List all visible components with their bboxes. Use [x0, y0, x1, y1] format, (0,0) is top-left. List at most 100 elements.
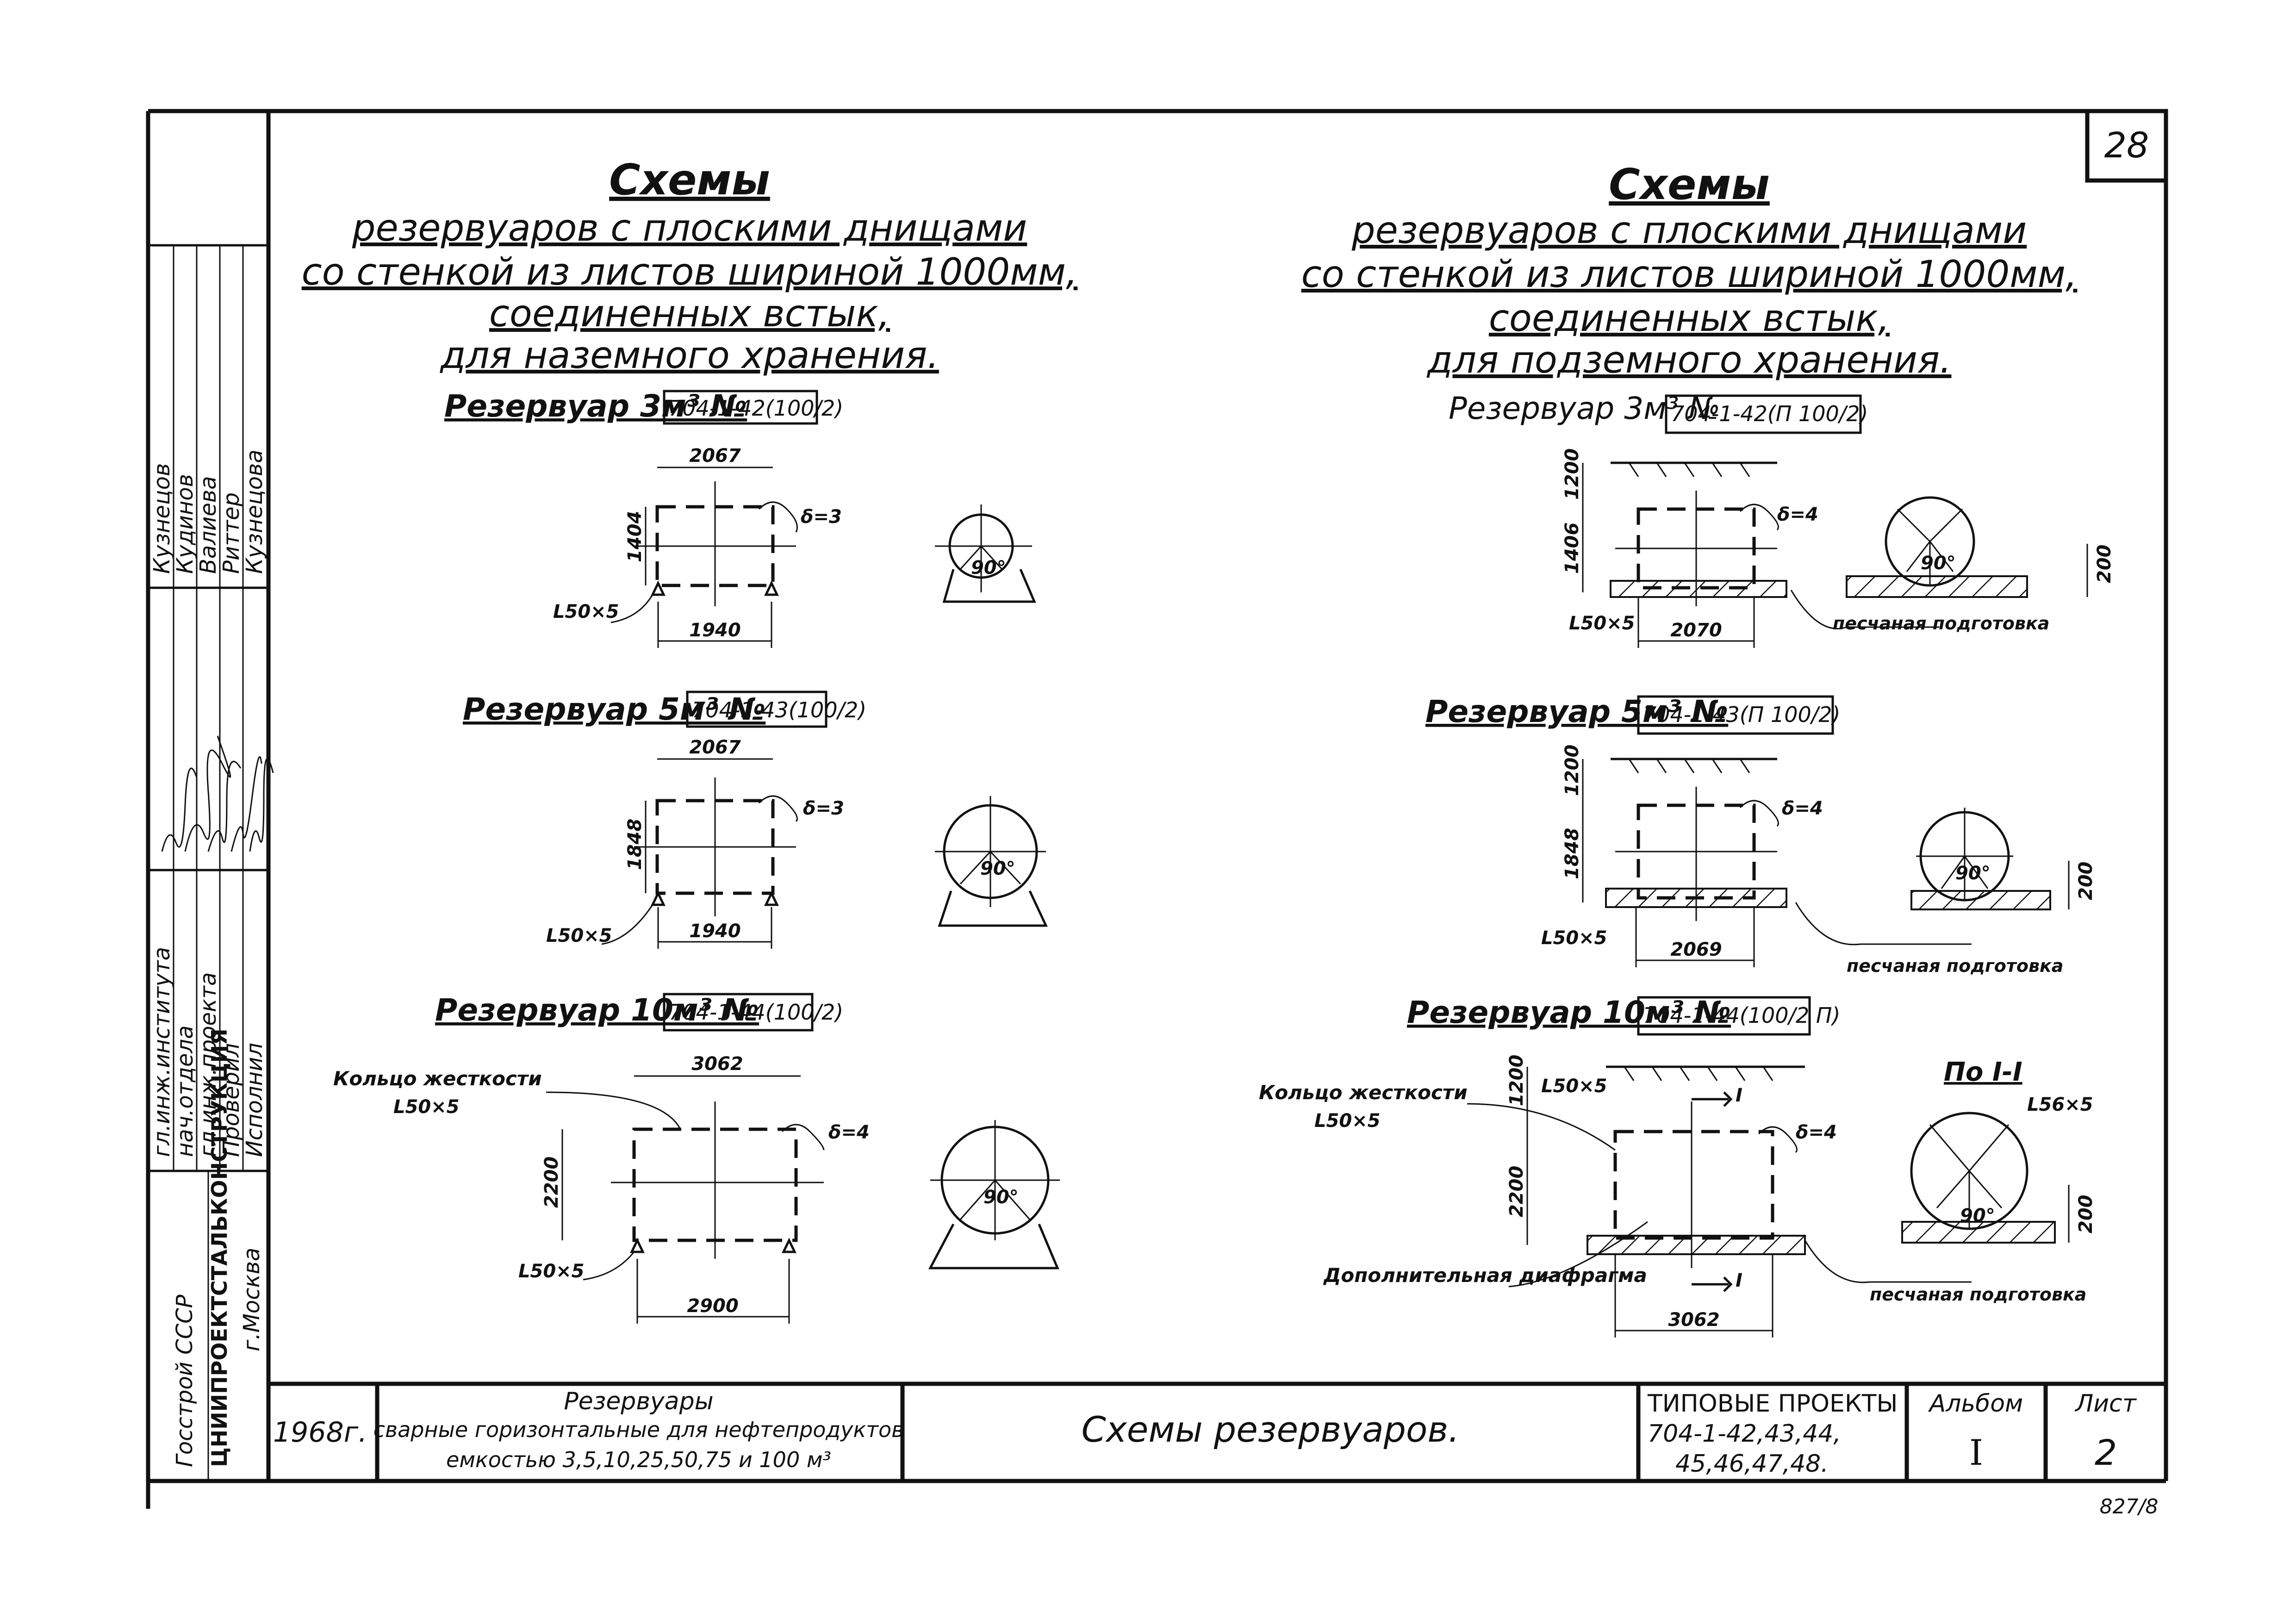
dim-side: 2200: [1506, 1166, 1527, 1217]
album-value: I: [1969, 1432, 1983, 1473]
ring-angle: L50×5: [1314, 1110, 1381, 1132]
section-angle: L56×5: [2027, 1094, 2093, 1115]
stamp-org: Госстрой СССР: [172, 1294, 198, 1467]
title-desc-3: емкостью 3,5,10,25,50,75 и 100 м³: [446, 1447, 831, 1472]
delta: δ=4: [828, 1122, 870, 1143]
left-title-line-1: Схемы: [609, 155, 770, 205]
project-line-3: 45,46,47,48.: [1675, 1450, 1829, 1478]
stamp-name-3: Валиева: [195, 476, 221, 574]
right-title-line-3: со стенкой из листов шириной 1000мм,: [1301, 253, 2078, 296]
tank-code: 704-1-44(100/2): [669, 1000, 843, 1025]
left-title-line-2: резервуаров с плоскими днищами: [352, 206, 1027, 249]
left-tank-10m3: Резервуар 10м³ № 704-1-44(100/2) 3062 22…: [333, 992, 1060, 1324]
right-title-line-2: резервуаров с плоскими днищами: [1351, 209, 2027, 252]
tank-code: 704-1-44(100/2 П): [1643, 1003, 1840, 1028]
sand-label: песчаная подготовка: [1847, 956, 2063, 976]
stamp-role-2: нач.отдела: [172, 1025, 198, 1157]
dim-cover: 1200: [1562, 745, 1583, 796]
title-block: [268, 1381, 2166, 1481]
diaphragm-label: Дополнительная диафрагма: [1323, 1264, 1647, 1287]
right-title-line-1: Схемы: [1609, 160, 1770, 209]
sheet-number: 28: [2104, 124, 2149, 166]
delta: δ=3: [803, 798, 844, 819]
dim-cover: 1200: [1506, 1055, 1527, 1106]
project-line-1: ТИПОВЫЕ ПРОЕКТЫ: [1647, 1390, 1898, 1418]
dim-top: 2067: [689, 737, 740, 758]
dim-top: 3062: [691, 1053, 743, 1075]
dim-side: 1848: [624, 819, 646, 870]
stamp-institute: ЦНИИПРОЕКТСТАЛЬКОНСТРУКЦИЯ: [207, 1028, 232, 1467]
tank-code: 704-1-43(П 100/2): [1643, 702, 1840, 727]
cut-top: I: [1736, 1085, 1742, 1106]
angle-profile: L50×5: [518, 1261, 585, 1282]
tank-label: Резервуар 10м³ №: [1407, 995, 1731, 1030]
sheet-label: Лист: [2074, 1390, 2137, 1418]
dim-side: 1404: [624, 511, 646, 562]
ring-top-angle: L50×5: [1541, 1076, 1607, 1097]
right-title-line-5: для подземного хранения.: [1426, 338, 1952, 381]
delta: δ=4: [1777, 504, 1818, 525]
left-title: Схемы резервуаров с плоскими днищами со …: [302, 155, 1078, 377]
tank-code: 704-1-42(П 100/2): [1671, 401, 1868, 426]
angle-profile: L50×5: [1569, 613, 1635, 634]
delta: δ=4: [1796, 1122, 1837, 1143]
dim-cover: 1200: [1562, 448, 1583, 500]
dim-bottom: 2900: [687, 1295, 738, 1317]
sand-label: песчаная подготовка: [1870, 1284, 2086, 1305]
deg: 90°: [1955, 863, 1991, 884]
sheet-value: 2: [2095, 1432, 2117, 1473]
tank-label: Резервуар 5м³ №: [1425, 694, 1728, 729]
stamp-role-3: гл.инж.проекта: [195, 972, 221, 1157]
footer-number: 827/8: [2100, 1495, 2159, 1518]
tank-code: 704-1-42(100/2): [669, 396, 843, 421]
dim-bottom: 1940: [689, 620, 740, 641]
angle-profile: L50×5: [553, 601, 619, 622]
dim-bottom: 3062: [1668, 1309, 1719, 1331]
stamp-name-4: Риттер: [218, 492, 244, 574]
ring-label: Кольцо жесткости: [333, 1067, 542, 1090]
title-desc-1: Резервуары: [564, 1388, 713, 1415]
dim-side: 1848: [1562, 828, 1583, 879]
section-label: По I-I: [1944, 1057, 2022, 1087]
title-desc-2: сварные горизонтальные для нефтепродукто…: [373, 1417, 904, 1442]
dim-side: 1406: [1562, 523, 1583, 574]
stamp-role-5: Исполнил: [242, 1043, 268, 1157]
project-line-2: 704-1-42,43,44,: [1648, 1420, 1841, 1448]
stamp-name-5: Кузнецова: [242, 449, 268, 574]
ring-label: Кольцо жесткости: [1259, 1081, 1468, 1104]
right-title-line-4: соединенных встык,: [1489, 297, 1890, 340]
deg: 90°: [980, 858, 1015, 879]
left-title-line-4: соединенных встык,: [489, 292, 890, 335]
sheet-frame: [146, 109, 2168, 1509]
sand-label: песчаная подготовка: [1833, 613, 2049, 634]
left-title-line-5: для наземного хранения.: [439, 334, 939, 377]
stamp-role-1: гл.инж.института: [149, 947, 175, 1157]
tank-label: Резервуар 3м³ №: [444, 388, 747, 424]
dim-bottom: 1940: [689, 921, 740, 942]
tank-label: Резервуар 5м³ №: [463, 691, 765, 727]
angle-profile: L50×5: [546, 925, 612, 946]
dim-bottom: 2069: [1670, 939, 1722, 960]
tank-label: Резервуар 10м³ №: [435, 992, 759, 1028]
ring-angle: L50×5: [393, 1096, 460, 1118]
right-tank-3m3: Резервуар 3м³ № 704-1-42(П 100/2) 1200 1…: [1449, 391, 2115, 648]
stamp-name-2: Кудинов: [172, 474, 198, 574]
dim-bed: 200: [2075, 1195, 2097, 1234]
title-year: 1968г.: [273, 1416, 367, 1449]
side-stamp: Госстрой СССР ЦНИИПРОЕКТСТАЛЬКОНСТРУКЦИЯ…: [149, 449, 274, 1467]
tank-code: 704-1-43(100/2): [692, 697, 866, 722]
dim-bottom: 2070: [1670, 620, 1722, 641]
signatures: [161, 735, 274, 852]
right-title: Схемы резервуаров с плоскими днищами со …: [1301, 160, 2078, 381]
delta: δ=4: [1782, 798, 1823, 819]
dim-top: 2067: [689, 445, 740, 467]
angle-profile: L50×5: [1541, 927, 1607, 949]
stamp-role-4: Проверил: [218, 1043, 244, 1157]
left-title-line-3: со стенкой из листов шириной 1000мм,: [302, 250, 1078, 293]
album-label: Альбом: [1928, 1390, 2023, 1418]
cut-bottom: I: [1736, 1270, 1742, 1291]
left-tank-5m3: Резервуар 5м³ № 704-1-43(100/2) 2067 184…: [463, 691, 1048, 949]
left-tank-3m3: Резервуар 3м³ № 704-1-42(100/2) 2067 140…: [444, 388, 1036, 648]
dim-bed: 200: [2075, 862, 2097, 901]
